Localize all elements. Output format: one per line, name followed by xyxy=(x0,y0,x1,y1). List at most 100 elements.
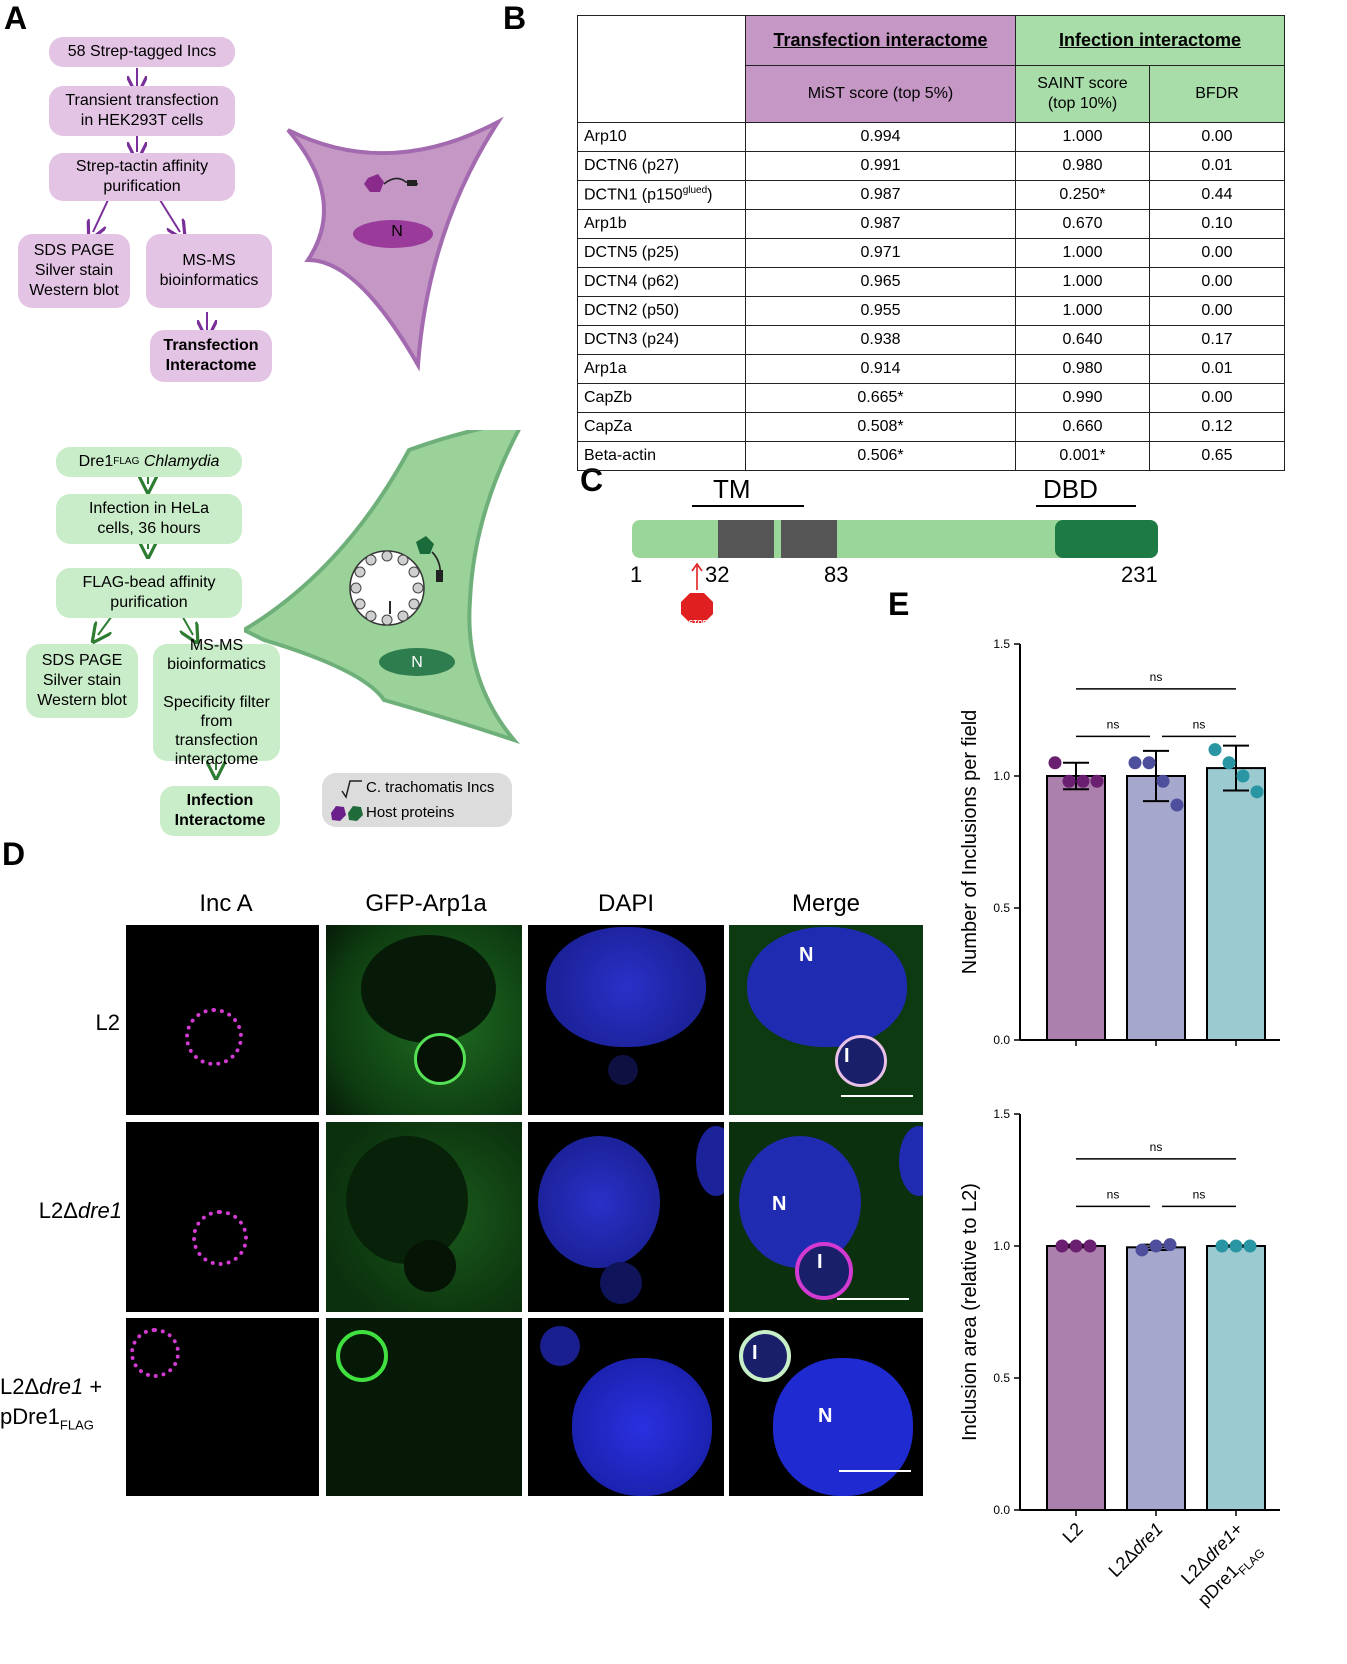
saint-value: 0.990 xyxy=(1015,383,1150,413)
panel-label-d: D xyxy=(2,836,26,872)
saint-value: 0.980 xyxy=(1015,354,1150,384)
merge-nucleus-label-1: N xyxy=(799,944,814,966)
micrograph-dre1-inca xyxy=(126,1122,319,1312)
mist-value: 0.965 xyxy=(745,267,1016,297)
tm-domain-2 xyxy=(781,520,837,558)
mist-value: 0.991 xyxy=(745,151,1016,181)
inc-symbol-icon xyxy=(341,780,362,799)
residue-83: 83 xyxy=(824,562,849,587)
tm-bracket xyxy=(692,505,804,507)
micrograph-l2-merge xyxy=(729,925,923,1115)
illustration-legend: C. trachomatis Incs Host proteins xyxy=(322,773,512,827)
micrograph-dre1-gfp xyxy=(326,1122,522,1312)
significance-label: ns xyxy=(1107,1187,1120,1201)
micrograph-dre1-dapi xyxy=(528,1122,724,1312)
infected-nucleus-label: N xyxy=(411,654,423,671)
y-tick-label: 0.5 xyxy=(993,901,1010,915)
data-point xyxy=(1170,798,1184,812)
merge-inclusion-label-2: I xyxy=(817,1251,823,1273)
data-point xyxy=(1048,756,1062,770)
col-saint: SAINT score (top 10%) xyxy=(1015,65,1150,123)
micrograph-l2-inca xyxy=(126,925,319,1115)
table-corner xyxy=(577,15,746,123)
bar xyxy=(1046,1245,1106,1511)
protein-name: DCTN3 (p24) xyxy=(577,325,746,355)
data-point xyxy=(1142,756,1156,770)
x-category-label: L2 xyxy=(1059,1049,1087,1050)
host-proteins-icon xyxy=(331,806,363,821)
y-axis-label: Number of Inclusions per field xyxy=(959,710,981,975)
flow-step-sds-page-infection: SDS PAGE Silver stain Western blot xyxy=(26,644,138,718)
bfdr-value: 0.00 xyxy=(1149,267,1285,297)
transfected-nucleus-label: N xyxy=(391,223,403,240)
infected-inclusion-label: I xyxy=(387,598,393,618)
stop-label: STOP xyxy=(688,620,708,627)
significance-label: ns xyxy=(1107,717,1120,731)
bfdr-value: 0.12 xyxy=(1149,412,1285,442)
bfdr-value: 0.44 xyxy=(1149,180,1285,210)
dbd-label: DBD xyxy=(1043,474,1098,504)
bfdr-value: 0.65 xyxy=(1149,441,1285,471)
bar xyxy=(1206,1245,1266,1511)
mist-value: 0.987 xyxy=(745,180,1016,210)
x-category-label: L2Δdre1 xyxy=(1105,1049,1167,1050)
panel-label-b: B xyxy=(503,0,527,36)
flow-step-sds-page: SDS PAGE Silver stain Western blot xyxy=(18,234,130,308)
data-point xyxy=(1229,1239,1243,1253)
col-mist: MiST score (top 5%) xyxy=(745,65,1016,123)
flow-step-msms: MS-MS bioinformatics xyxy=(146,234,272,308)
saint-value: 0.001* xyxy=(1015,441,1150,471)
residue-32: 32 xyxy=(705,562,730,587)
y-tick-label: 1.0 xyxy=(993,1239,1010,1253)
dbd-domain xyxy=(1055,520,1158,558)
chlamydia-label: Chlamydia xyxy=(139,453,220,470)
protein-name: DCTN5 (p25) xyxy=(577,238,746,268)
data-point xyxy=(1083,1239,1097,1253)
legend-incs-label: C. trachomatis Incs xyxy=(366,779,495,796)
micrograph-l2-dapi xyxy=(528,925,724,1115)
significance-label: ns xyxy=(1193,717,1206,731)
data-point xyxy=(1149,1239,1163,1253)
residue-1: 1 xyxy=(630,562,643,587)
saint-value: 1.000 xyxy=(1015,267,1150,297)
data-point xyxy=(1222,756,1236,770)
micrograph-pdre1-gfp xyxy=(326,1318,522,1496)
saint-value: 0.980 xyxy=(1015,151,1150,181)
legend-host-label: Host proteins xyxy=(366,804,455,821)
significance-label: ns xyxy=(1193,1187,1206,1201)
mist-value: 0.665* xyxy=(745,383,1016,413)
y-tick-label: 0.0 xyxy=(993,1503,1010,1517)
flow-step-strep-incs: 58 Strep-tagged Incs xyxy=(49,37,235,67)
data-point xyxy=(1163,1238,1177,1252)
bfdr-value: 0.10 xyxy=(1149,209,1285,239)
merge-inclusion-label-3: I xyxy=(752,1342,758,1364)
bfdr-value: 0.00 xyxy=(1149,238,1285,268)
micrograph-dre1-merge xyxy=(729,1122,923,1312)
bfdr-value: 0.17 xyxy=(1149,325,1285,355)
bar xyxy=(1206,767,1266,1042)
significance-label: ns xyxy=(1150,670,1163,684)
data-point xyxy=(1128,756,1142,770)
protein-name: DCTN1 (p150glued) xyxy=(577,180,746,210)
data-point xyxy=(1135,1243,1149,1257)
col-dapi: DAPI xyxy=(597,890,654,917)
x-category-label: L2 xyxy=(1059,1519,1087,1547)
protein-name: DCTN2 (p50) xyxy=(577,296,746,326)
header-transfection: Transfection interactome xyxy=(745,15,1016,66)
protein-name: CapZa xyxy=(577,412,746,442)
row-label-l2: L2 xyxy=(95,1010,120,1035)
bar xyxy=(1126,775,1186,1041)
merge-inclusion-label-1: I xyxy=(844,1045,850,1067)
merge-nucleus-label-3: N xyxy=(818,1405,833,1427)
flow-step-infection-interactome: Infection Interactome xyxy=(160,786,280,836)
transfected-cell-illustration xyxy=(286,116,504,372)
